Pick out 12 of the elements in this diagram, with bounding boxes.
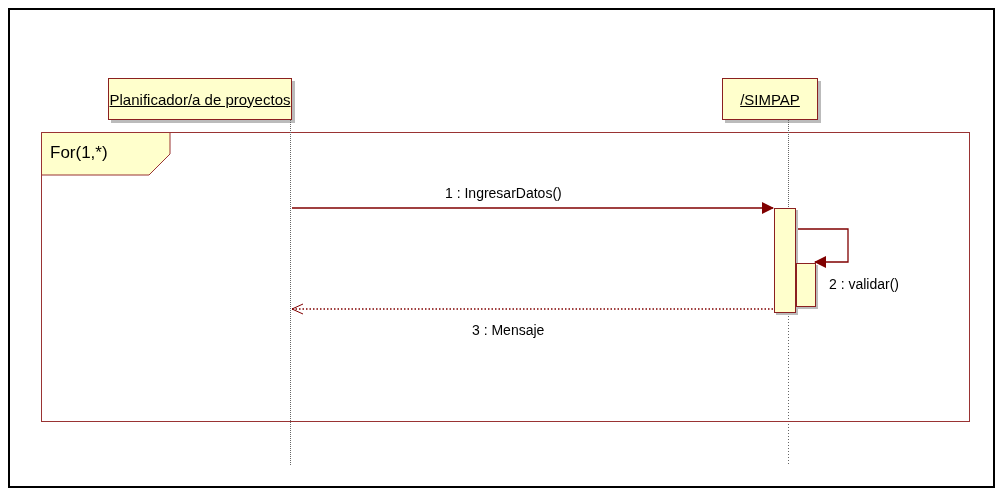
activation-bar [796,263,816,307]
return-message-arrow [291,303,774,315]
activation-bar [774,208,796,313]
lifeline [788,120,791,207]
message-arrow [291,202,774,214]
lifeline-head: /SIMPAP [722,78,818,120]
frame-label: For(1,*) [50,143,108,163]
lifeline-head: Planificador/a de proyectos [108,78,292,120]
message-label: 1 : IngresarDatos() [443,185,564,201]
lifeline [290,120,293,465]
loop-frame [41,132,970,422]
message-label: 3 : Mensaje [470,322,547,338]
